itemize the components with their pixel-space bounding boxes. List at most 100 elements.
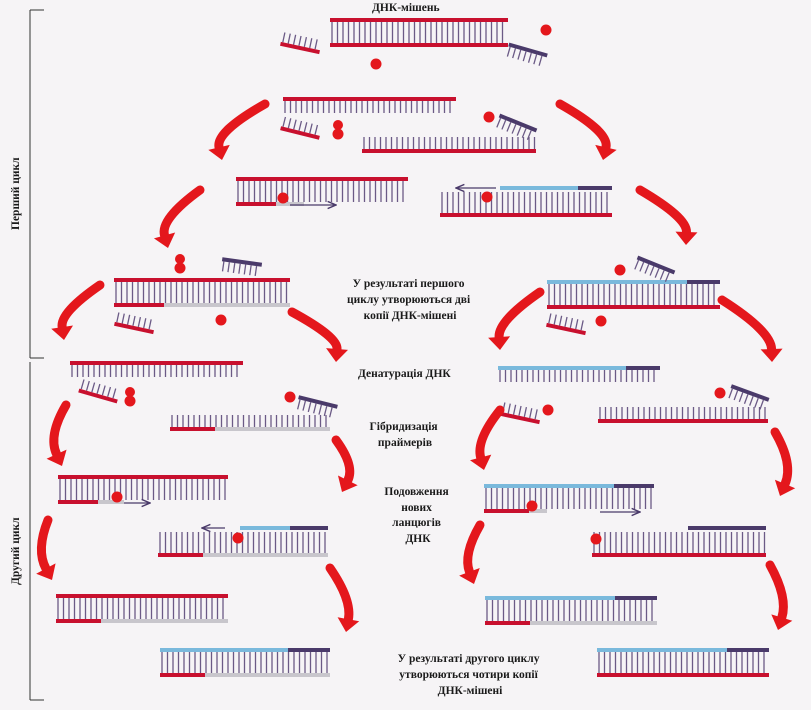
base-ticks <box>115 282 288 303</box>
forward-primer <box>78 379 118 404</box>
template-strand <box>440 213 612 217</box>
polymerase-dot-icon <box>614 264 626 276</box>
base-ticks <box>57 598 224 619</box>
polymerase-dot-icon <box>175 254 185 264</box>
new-strand <box>240 526 328 530</box>
arrow-left-5a <box>36 515 53 574</box>
polymerase-dot-icon <box>714 387 726 399</box>
denaturation-label: Денатурація ДНК <box>358 368 451 380</box>
arrow-head-icon <box>326 348 349 362</box>
arrow-head-icon <box>771 614 793 630</box>
first-cycle-result-label: У результаті першого циклу утворюються д… <box>347 278 473 322</box>
arrow-head-icon <box>208 144 230 160</box>
arrow-right-2 <box>635 185 691 237</box>
forward-primer <box>114 312 154 335</box>
arrow-left-4a <box>49 400 71 459</box>
arrow-head-icon <box>774 479 796 496</box>
arrow-right-3b <box>717 295 777 354</box>
polymerase-dot-icon <box>526 500 538 512</box>
hybridization-label: Гібридизація праймерів <box>369 421 440 449</box>
single-strand <box>170 427 330 431</box>
arrow-head-icon <box>595 144 617 160</box>
bottom-strand <box>114 303 290 307</box>
bottom-strand <box>547 305 720 309</box>
top-strand <box>330 18 508 22</box>
polymerase-dot-icon <box>333 120 343 130</box>
polymerase-dot-icon <box>590 533 602 545</box>
polymerase-dot-icon <box>284 391 296 403</box>
base-ticks <box>486 600 653 621</box>
top-strand <box>114 278 290 282</box>
arrow-head-icon <box>470 454 492 470</box>
arrow-left-4b <box>331 435 355 485</box>
reverse-primer <box>221 257 263 277</box>
base-ticks <box>593 532 766 553</box>
polymerase-dot-icon <box>595 315 607 327</box>
bottom-strand <box>56 619 228 623</box>
base-ticks <box>161 652 328 673</box>
polymerase-dot-icon <box>540 24 552 36</box>
base-ticks <box>485 488 652 509</box>
polymerase-dot-icon <box>542 404 554 416</box>
base-ticks <box>71 365 238 377</box>
arrow-left-1 <box>214 99 270 152</box>
polymerase-dot-icon <box>215 314 227 326</box>
bottom-strand <box>485 621 657 625</box>
template-strand <box>236 177 408 181</box>
arrow-head-icon <box>337 475 358 492</box>
template-strand <box>158 553 328 557</box>
arrow-head-icon <box>675 231 698 245</box>
polymerase-dot-icon <box>124 395 136 407</box>
reverse-primer <box>297 395 338 418</box>
new-strand <box>484 509 547 513</box>
top-strand <box>485 596 657 600</box>
arrow-right-4b <box>770 427 793 489</box>
new-strand <box>500 186 612 190</box>
reverse-primer <box>634 255 676 282</box>
arrow-head-icon <box>153 232 176 248</box>
forward-primer <box>500 402 540 425</box>
top-strand <box>597 648 769 652</box>
base-ticks <box>548 284 715 305</box>
template-strand <box>58 475 228 479</box>
first-cycle-label: Перший цикл <box>10 157 22 230</box>
reverse-primer <box>496 113 538 140</box>
reverse-primer <box>728 384 770 410</box>
template-strand <box>592 553 766 557</box>
arrow-left-5b <box>325 563 354 624</box>
target-dna-label: ДНК-мішень <box>372 2 440 14</box>
base-ticks <box>284 101 451 113</box>
base-ticks <box>499 370 655 382</box>
first-cycle-bracket <box>29 9 44 359</box>
arrow-head-icon <box>51 325 74 340</box>
arrow-head-icon <box>488 336 511 350</box>
base-ticks <box>599 407 766 419</box>
base-ticks <box>331 22 504 43</box>
base-ticks <box>237 181 404 202</box>
arrow-right-4a <box>475 405 505 462</box>
polymerase-dot-icon <box>174 262 186 274</box>
arrow-left-2 <box>159 185 205 240</box>
single-strand <box>70 361 243 365</box>
polymerase-dot-icon <box>125 387 135 397</box>
arrow-head-icon <box>459 567 480 584</box>
second-cycle-bracket <box>29 362 44 701</box>
new-strand <box>688 526 766 530</box>
arrow-right-1 <box>555 99 611 152</box>
template-strand <box>484 484 654 488</box>
second-cycle-label: Другий цикл <box>10 517 22 585</box>
arrow-head-icon <box>46 449 67 466</box>
arrow-head-icon <box>36 563 56 580</box>
polymerase-dot-icon <box>483 111 495 123</box>
polymerase-dot-icon <box>370 58 382 70</box>
single-strand <box>362 149 536 153</box>
new-strand <box>236 202 304 206</box>
base-ticks <box>171 415 327 427</box>
single-strand <box>283 97 456 101</box>
elongation-label: Подовження нових ланцюгів ДНК <box>384 486 451 545</box>
base-ticks <box>598 652 765 673</box>
forward-primer <box>280 116 320 140</box>
top-strand <box>160 648 330 652</box>
